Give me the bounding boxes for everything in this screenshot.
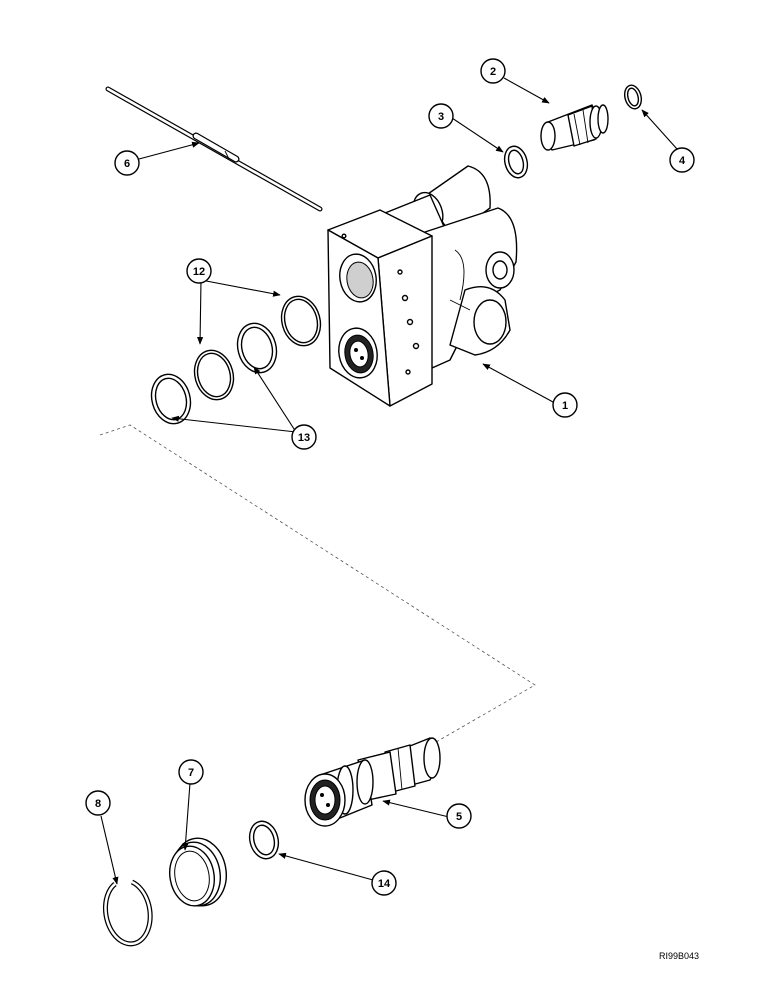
callout-label: 2 [490, 66, 496, 78]
callout-8: 8 [85, 790, 111, 816]
assembly-centerline [99, 424, 536, 761]
callout-label: 4 [679, 155, 686, 167]
part-12-orings [193, 295, 322, 401]
part-2-plug [540, 104, 609, 151]
callout-label: 13 [298, 432, 310, 444]
callout-5: 5 [446, 803, 472, 829]
callout-6: 6 [114, 150, 140, 176]
callout-label: 7 [188, 767, 194, 779]
callout-label: 3 [438, 111, 444, 123]
part-14-oring [248, 820, 280, 860]
callout-12: 12 [186, 258, 212, 284]
part-8-snap-ring [102, 879, 153, 947]
callout-4: 4 [669, 147, 695, 173]
part-7-spring [169, 837, 227, 907]
callout-label: 6 [124, 158, 130, 170]
figure-reference-code: RI99B043 [659, 951, 700, 961]
part-1-valve-body [327, 165, 518, 407]
part-6-rod [105, 86, 323, 212]
leader-lines [100, 77, 678, 885]
callout-label: 5 [456, 811, 462, 823]
callout-7: 7 [178, 759, 204, 785]
callout-label: 8 [95, 798, 101, 810]
part-4-oring [623, 84, 643, 110]
part-13-backup-rings [150, 322, 278, 425]
callout-3: 3 [428, 103, 454, 129]
callout-label: 14 [378, 878, 391, 890]
callout-label: 12 [193, 266, 205, 278]
callout-13: 13 [291, 424, 317, 450]
callout-label: 1 [562, 400, 568, 412]
part-5-spool [304, 737, 441, 827]
callout-14: 14 [371, 870, 397, 896]
part-3-oring [503, 145, 529, 179]
callout-1: 1 [552, 392, 578, 418]
callout-2: 2 [480, 58, 506, 84]
